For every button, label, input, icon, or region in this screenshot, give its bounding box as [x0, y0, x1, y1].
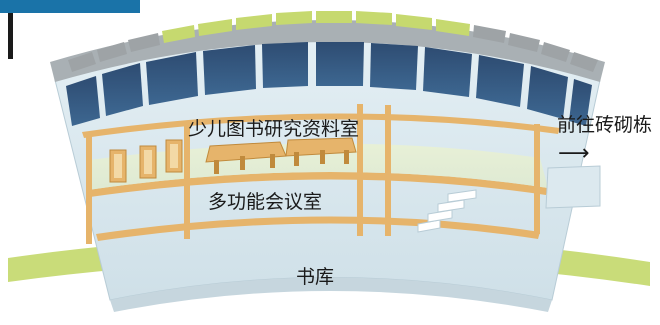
- exit-direction-label: 前往砖砌栋: [557, 114, 653, 136]
- side-annex: [545, 165, 601, 209]
- corner-tab-stem: [8, 13, 13, 59]
- upper-floor-beam: [88, 171, 548, 197]
- upper-floor-label: 少儿图书研究资料室: [188, 118, 360, 140]
- right-arrow-icon: ⟶: [558, 141, 590, 166]
- upper-floor-surface: [88, 143, 548, 190]
- corner-tab: [0, 0, 140, 13]
- building-base: [110, 277, 552, 312]
- timber-columns: [86, 104, 540, 244]
- staircase: [417, 189, 477, 233]
- ground-floor-label: 书库: [296, 266, 335, 288]
- middle-floor-label: 多功能会议室: [208, 191, 323, 213]
- reading-tables: [205, 137, 357, 174]
- bookshelves: [109, 139, 183, 183]
- roof-panels: [68, 11, 598, 72]
- upper-windows: [66, 42, 592, 126]
- top-floor-beam: [82, 113, 560, 138]
